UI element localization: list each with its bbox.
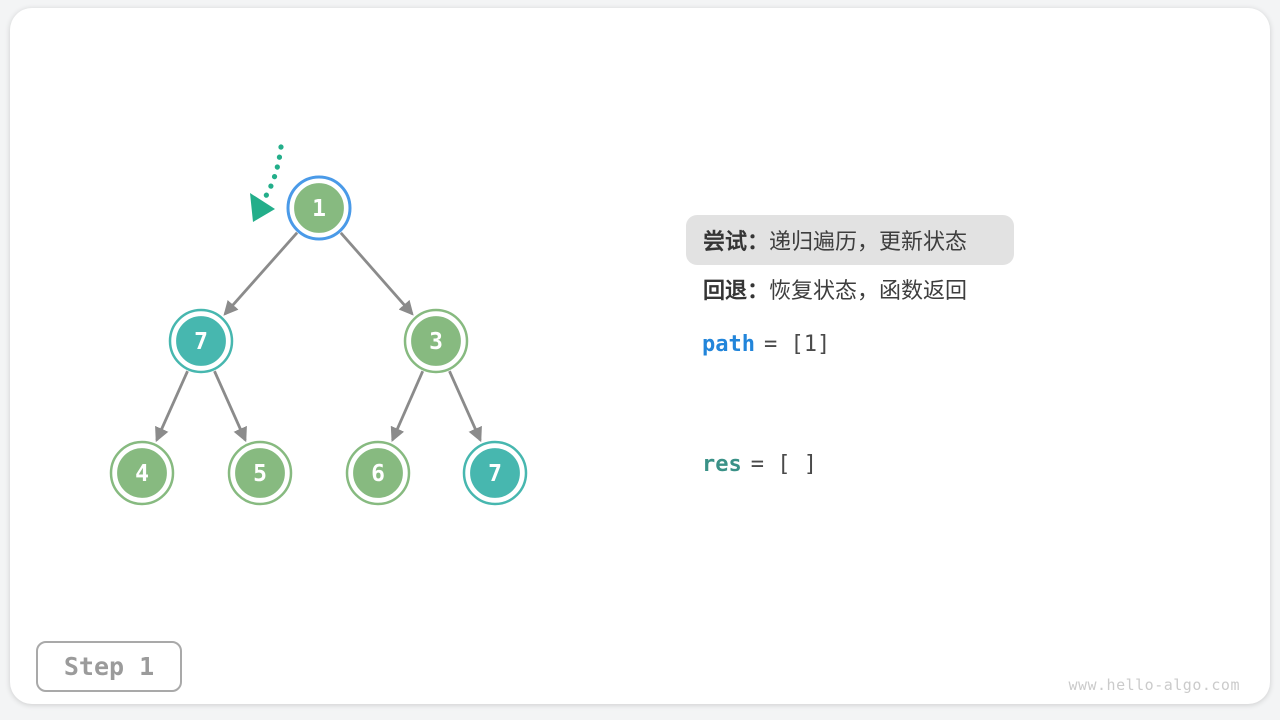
step-badge: Step 1	[36, 641, 182, 692]
node-value: 5	[253, 461, 267, 487]
node-value: 4	[135, 461, 149, 487]
tree-edge	[213, 370, 247, 443]
path-variable-value: = [1]	[763, 332, 831, 357]
res-variable: res = [ ]	[702, 450, 817, 480]
tree-node-5: 5	[227, 440, 293, 506]
tree-node-1: 1	[286, 175, 352, 241]
back-text: 恢复状态，函数返回	[769, 278, 968, 303]
node-ring	[345, 440, 411, 506]
tree-node-7: 7	[462, 440, 528, 506]
watermark: www.hello-algo.com	[1068, 676, 1240, 694]
node-value: 7	[194, 329, 208, 355]
node-circle	[349, 444, 407, 502]
node-ring	[109, 440, 175, 506]
res-variable-name: res	[702, 452, 742, 477]
try-label: 尝试：	[703, 229, 770, 254]
path-variable-name: path	[702, 332, 755, 357]
tree-edge	[155, 370, 189, 443]
tree-node-3: 3	[403, 308, 469, 374]
back-label: 回退：	[703, 278, 770, 303]
tree-node-7: 7	[168, 308, 234, 374]
active-ring	[286, 175, 352, 241]
tree-edge	[339, 231, 414, 316]
path-variable: path = [1]	[702, 330, 830, 360]
node-circle	[113, 444, 171, 502]
node-value: 6	[371, 461, 385, 487]
tree-edge	[390, 370, 425, 443]
binary-tree-diagram: 1 7 3 4 5 6 7	[109, 144, 528, 506]
tree-edge	[448, 370, 482, 443]
tree-node-6: 6	[345, 440, 411, 506]
node-circle	[231, 444, 289, 502]
res-variable-value: = [ ]	[750, 452, 817, 477]
node-ring	[403, 308, 469, 374]
tree-node-4: 4	[109, 440, 175, 506]
node-circle	[407, 312, 465, 370]
node-circle	[172, 312, 230, 370]
node-value: 3	[429, 329, 443, 355]
node-ring	[168, 308, 234, 374]
figure-card: 1 7 3 4 5 6 7 尝试：递归遍历，更新状态 回退：恢复状态，函数返回 path = …	[10, 8, 1270, 704]
back-annotation: 回退：恢复状态，函数返回	[703, 276, 967, 306]
node-value: 7	[488, 461, 502, 487]
try-annotation: 尝试：递归遍历，更新状态	[686, 215, 1014, 265]
node-ring	[227, 440, 293, 506]
node-circle	[290, 179, 348, 237]
tree-edge	[223, 231, 299, 316]
try-text: 递归遍历，更新状态	[769, 229, 968, 254]
node-value: 1	[312, 196, 326, 222]
node-circle	[466, 444, 524, 502]
pointer-arrow-icon	[250, 144, 284, 222]
node-ring	[462, 440, 528, 506]
step-badge-label: Step 1	[63, 652, 155, 681]
